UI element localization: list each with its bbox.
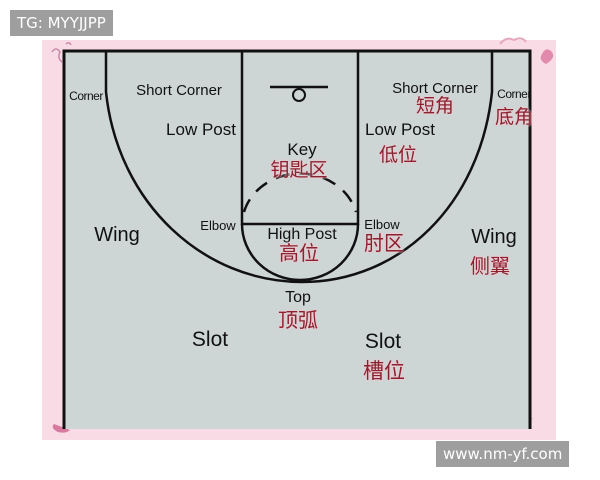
free-throw-circle-solid	[240, 223, 360, 282]
zone-label-corner-left: Corner	[69, 89, 103, 103]
zone-label-high-post: High Post	[267, 226, 337, 243]
zone-label-low-post-left: Low Post	[166, 120, 236, 139]
watermark-top-left: TG: MYYJJPP	[10, 10, 113, 36]
free-throw-circle-dashed	[242, 172, 358, 213]
corner-decoration-icon	[51, 41, 72, 63]
zone-label-wing-left: Wing	[94, 224, 140, 246]
zone-label-corner-right-zh: 底角	[494, 106, 534, 128]
heart-decoration-icon	[499, 37, 554, 64]
key-lane	[240, 51, 360, 225]
zone-label-wing-right-zh: 侧翼	[470, 254, 510, 278]
zone-label-top-zh: 顶弧	[278, 308, 318, 332]
zone-label-slot-left: Slot	[191, 328, 229, 351]
three-point-line	[104, 51, 494, 284]
zone-label-short-corner-left: Short Corner	[136, 82, 222, 99]
zone-label-key: Key	[287, 140, 317, 159]
zone-label-corner-right: Corner	[497, 87, 531, 101]
zone-label-short-corner-right: Short Corner	[392, 80, 478, 97]
zone-label-slot-right: Slot	[364, 330, 402, 353]
zone-label-elbow-left: Elbow	[200, 218, 236, 233]
zone-label-low-post-right: Low Post	[365, 120, 435, 139]
zone-label-high-post-zh: 高位	[279, 241, 319, 265]
basket-rim-icon	[292, 88, 306, 102]
zone-label-elbow-right-zh: 肘区	[364, 231, 404, 255]
zone-label-wing-right: Wing	[471, 226, 517, 248]
zone-label-top: Top	[285, 289, 311, 306]
zone-label-low-post-right-zh: 低位	[378, 144, 418, 166]
zone-label-elbow-right: Elbow	[364, 217, 400, 232]
zone-label-slot-right-zh: 槽位	[363, 359, 405, 383]
court-boundary	[62, 49, 532, 429]
court-floor	[64, 51, 530, 429]
zone-label-short-corner-right-zh: 短角	[415, 95, 455, 117]
zone-label-key-zh: 钥匙区	[270, 159, 328, 181]
watermark-bottom-right: www.nm-yf.com	[436, 441, 570, 467]
